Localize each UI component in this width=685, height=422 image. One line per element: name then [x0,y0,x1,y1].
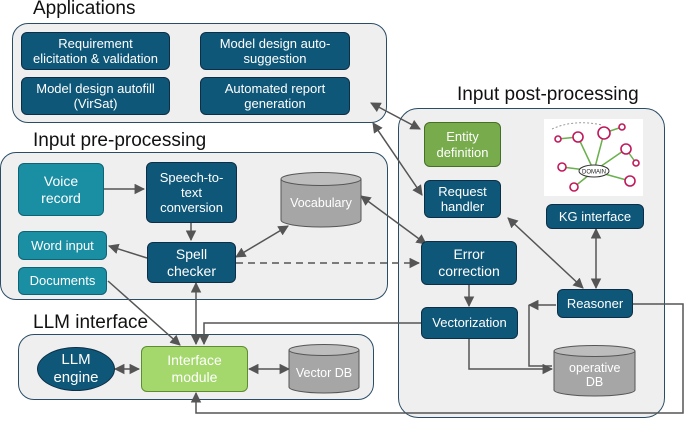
model-autofill-node: Model design autofill (VirSat) [21,77,170,115]
reasoner-node: Reasoner [557,289,633,318]
pre-processing-title: Input pre-processing [33,130,207,151]
word-input-node: Word input [18,231,107,260]
vocabulary-label: Vocabulary [290,196,352,210]
spell-checker-node: Spell checker [147,242,236,283]
operative-db-database: operative DB [553,345,636,397]
vocabulary-database: Vocabulary [280,172,362,228]
llm-engine-node: LLM engine [37,347,115,391]
applications-title: Applications [33,0,136,19]
kg-interface-node: KG interface [546,204,644,229]
vectorization-node: Vectorization [421,307,518,339]
request-handler-node: Request handler [424,180,501,218]
speech-to-text-node: Speech-to-text conversion [146,162,237,223]
knowledge-graph-image: DOMAIN [544,119,643,196]
operative-db-label: operative DB [569,361,621,390]
interface-module-node: Interface module [141,346,248,392]
database-icon [280,172,362,228]
automated-report-node: Automated report generation [200,77,350,115]
entity-definition-node: Entity definition [424,122,501,167]
requirement-elicitation-node: Requirement elicitation & validation [21,32,170,70]
vector-db-label: Vector DB [295,366,353,380]
knowledge-graph-icon: DOMAIN [551,122,640,192]
error-correction-node: Error correction [421,241,517,285]
llm-interface-title: LLM interface [33,312,149,333]
post-processing-title: Input post-processing [457,84,639,105]
documents-node: Documents [18,267,107,295]
voice-record-node: Voice record [18,163,104,216]
model-suggestion-node: Model design auto-suggestion [200,32,350,70]
database-icon [288,344,360,394]
kg-center-label: DOMAIN [582,170,606,176]
vector-db-database: Vector DB [288,344,360,394]
database-icon [553,345,636,397]
